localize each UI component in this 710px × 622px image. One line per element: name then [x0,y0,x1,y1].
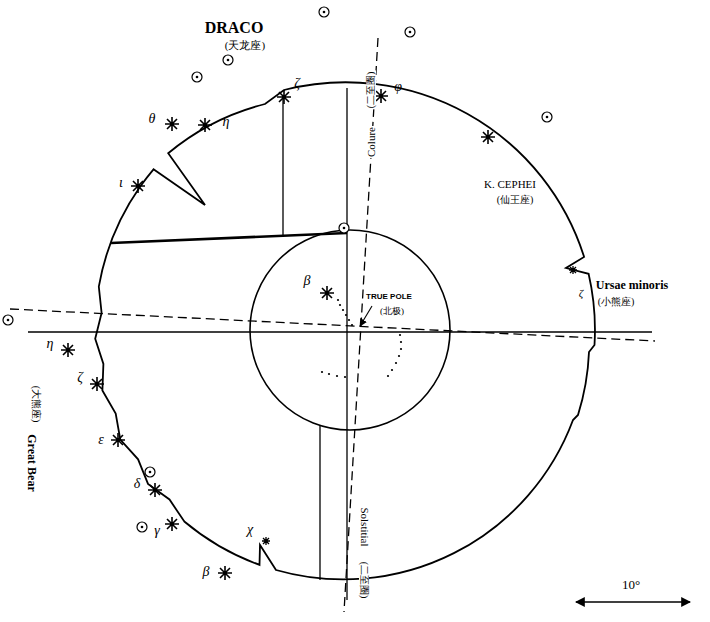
star-symbol [374,89,388,103]
band-line [282,97,283,237]
colure-label-chinese: (二至圈) [359,561,369,600]
precession-region-outline [95,82,595,579]
constellation-name-chinese: (仙王座) [496,195,535,205]
pole-label: TRUE POLE [365,293,413,301]
colure-label: Solstitial [359,506,370,547]
horizontal-axis [28,331,652,332]
constellation-name: K. CEPHEI [483,179,537,190]
inner-circle [250,230,450,430]
constellation-name: DRACO [204,20,265,36]
circled-dot [137,522,147,532]
colure-line [344,38,378,612]
band-line [319,425,320,580]
constellation-name-chinese: (天龙座) [224,40,266,51]
circled-dot [3,315,13,325]
star-symbol [165,117,179,131]
faint-stars [3,7,552,532]
star-letter: ζ [293,77,301,91]
star-letter: η [222,115,231,129]
star-symbol [218,566,232,580]
star-letter: δ [133,477,142,491]
constellation-name: Ursae minoris [595,279,669,291]
star-letter: θ [148,112,157,126]
constellation-name-chinese: (小熊座) [597,297,636,307]
star-letter: ζ [578,288,584,299]
circled-dot [339,223,349,233]
stars [61,89,577,580]
star-symbol [111,433,125,447]
star-letter: ι [118,176,124,190]
star-letter: φ [393,80,403,94]
star-symbol [320,286,334,300]
star-letter: ε [97,433,105,447]
constellation-name-chinese: (大熊座) [31,385,41,424]
vertical-axis [346,88,347,600]
scale-label: 10° [621,578,641,591]
star-symbol [90,377,104,391]
band-line [111,233,347,243]
circled-dot [223,55,233,65]
star-symbol [61,343,75,357]
star-symbol [481,130,495,144]
colure-label: Colure [366,126,377,158]
star-symbol [148,483,162,497]
star-symbol [165,517,179,531]
star-letter: η [46,337,55,351]
pole-pointer [360,306,372,326]
star-symbol [131,179,145,193]
star-symbol [198,118,212,132]
circled-dot [192,72,202,82]
star-letter: ζ [76,371,84,385]
dashed-axis [10,309,655,341]
circled-dot [405,27,415,37]
constellation-name: Great Bear [26,433,38,492]
star-symbol [262,537,270,545]
pole-label-chinese: (北极) [379,307,405,316]
star-letter: χ [246,523,254,537]
scale-bar [576,601,690,602]
circled-dot [145,467,155,477]
circled-dot [319,7,329,17]
star-symbol [277,90,291,104]
star-letter: β [202,565,211,579]
star-letter: γ [153,524,161,538]
star-symbol [569,266,577,274]
circled-dot [542,112,552,122]
colure-label-chinese: (二至圈) [366,71,376,110]
star-letter: β [303,274,312,288]
